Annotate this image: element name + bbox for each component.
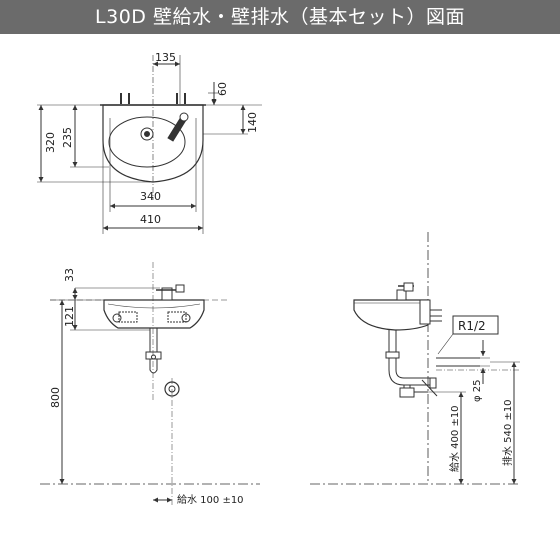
- r-half-callout: [437, 315, 499, 355]
- technical-drawing: 135 60 140 320 235 340 410 33 121 800 給水…: [37, 51, 520, 506]
- front-view: [40, 262, 260, 505]
- faucet-top-icon: [167, 112, 189, 142]
- title-bar: L30D 壁給水・壁排水（基本セット）図面: [0, 0, 560, 34]
- dim-phi25-label: φ 25: [472, 380, 483, 403]
- faucet-side-icon: [396, 282, 414, 301]
- mounting-bolts: [120, 93, 186, 104]
- r-half-label: R1/2: [458, 319, 486, 333]
- dim-235-label: 235: [61, 127, 74, 148]
- basin-side-body: [353, 299, 429, 331]
- dim-33-label: 33: [63, 268, 76, 282]
- bowl-inner-outline: [108, 116, 186, 168]
- side-supply-label: 給水 400 ±10: [448, 405, 461, 472]
- dim-410-label: 410: [140, 213, 161, 226]
- basin-front-body: [103, 299, 205, 329]
- dim-60-label: 60: [216, 82, 229, 96]
- dim-800-label: 800: [49, 387, 62, 408]
- dim-320-label: 320: [44, 132, 57, 153]
- supply-valve-side: [399, 377, 438, 398]
- dim-121-label: 121: [63, 306, 76, 327]
- dim-340-label: 340: [140, 190, 161, 203]
- drawing-title: L30D 壁給水・壁排水（基本セット）図面: [95, 6, 465, 28]
- dim-135-label: 135: [155, 51, 176, 64]
- p-trap-side: [385, 330, 430, 386]
- dim-140-label: 140: [246, 112, 259, 133]
- side-view: [310, 232, 520, 485]
- side-drain-label: 排水 540 ±10: [501, 399, 514, 466]
- front-supply-label: 給水 100 ±10: [177, 493, 244, 506]
- p-trap-front: [145, 328, 162, 374]
- faucet-front-icon: [156, 284, 185, 301]
